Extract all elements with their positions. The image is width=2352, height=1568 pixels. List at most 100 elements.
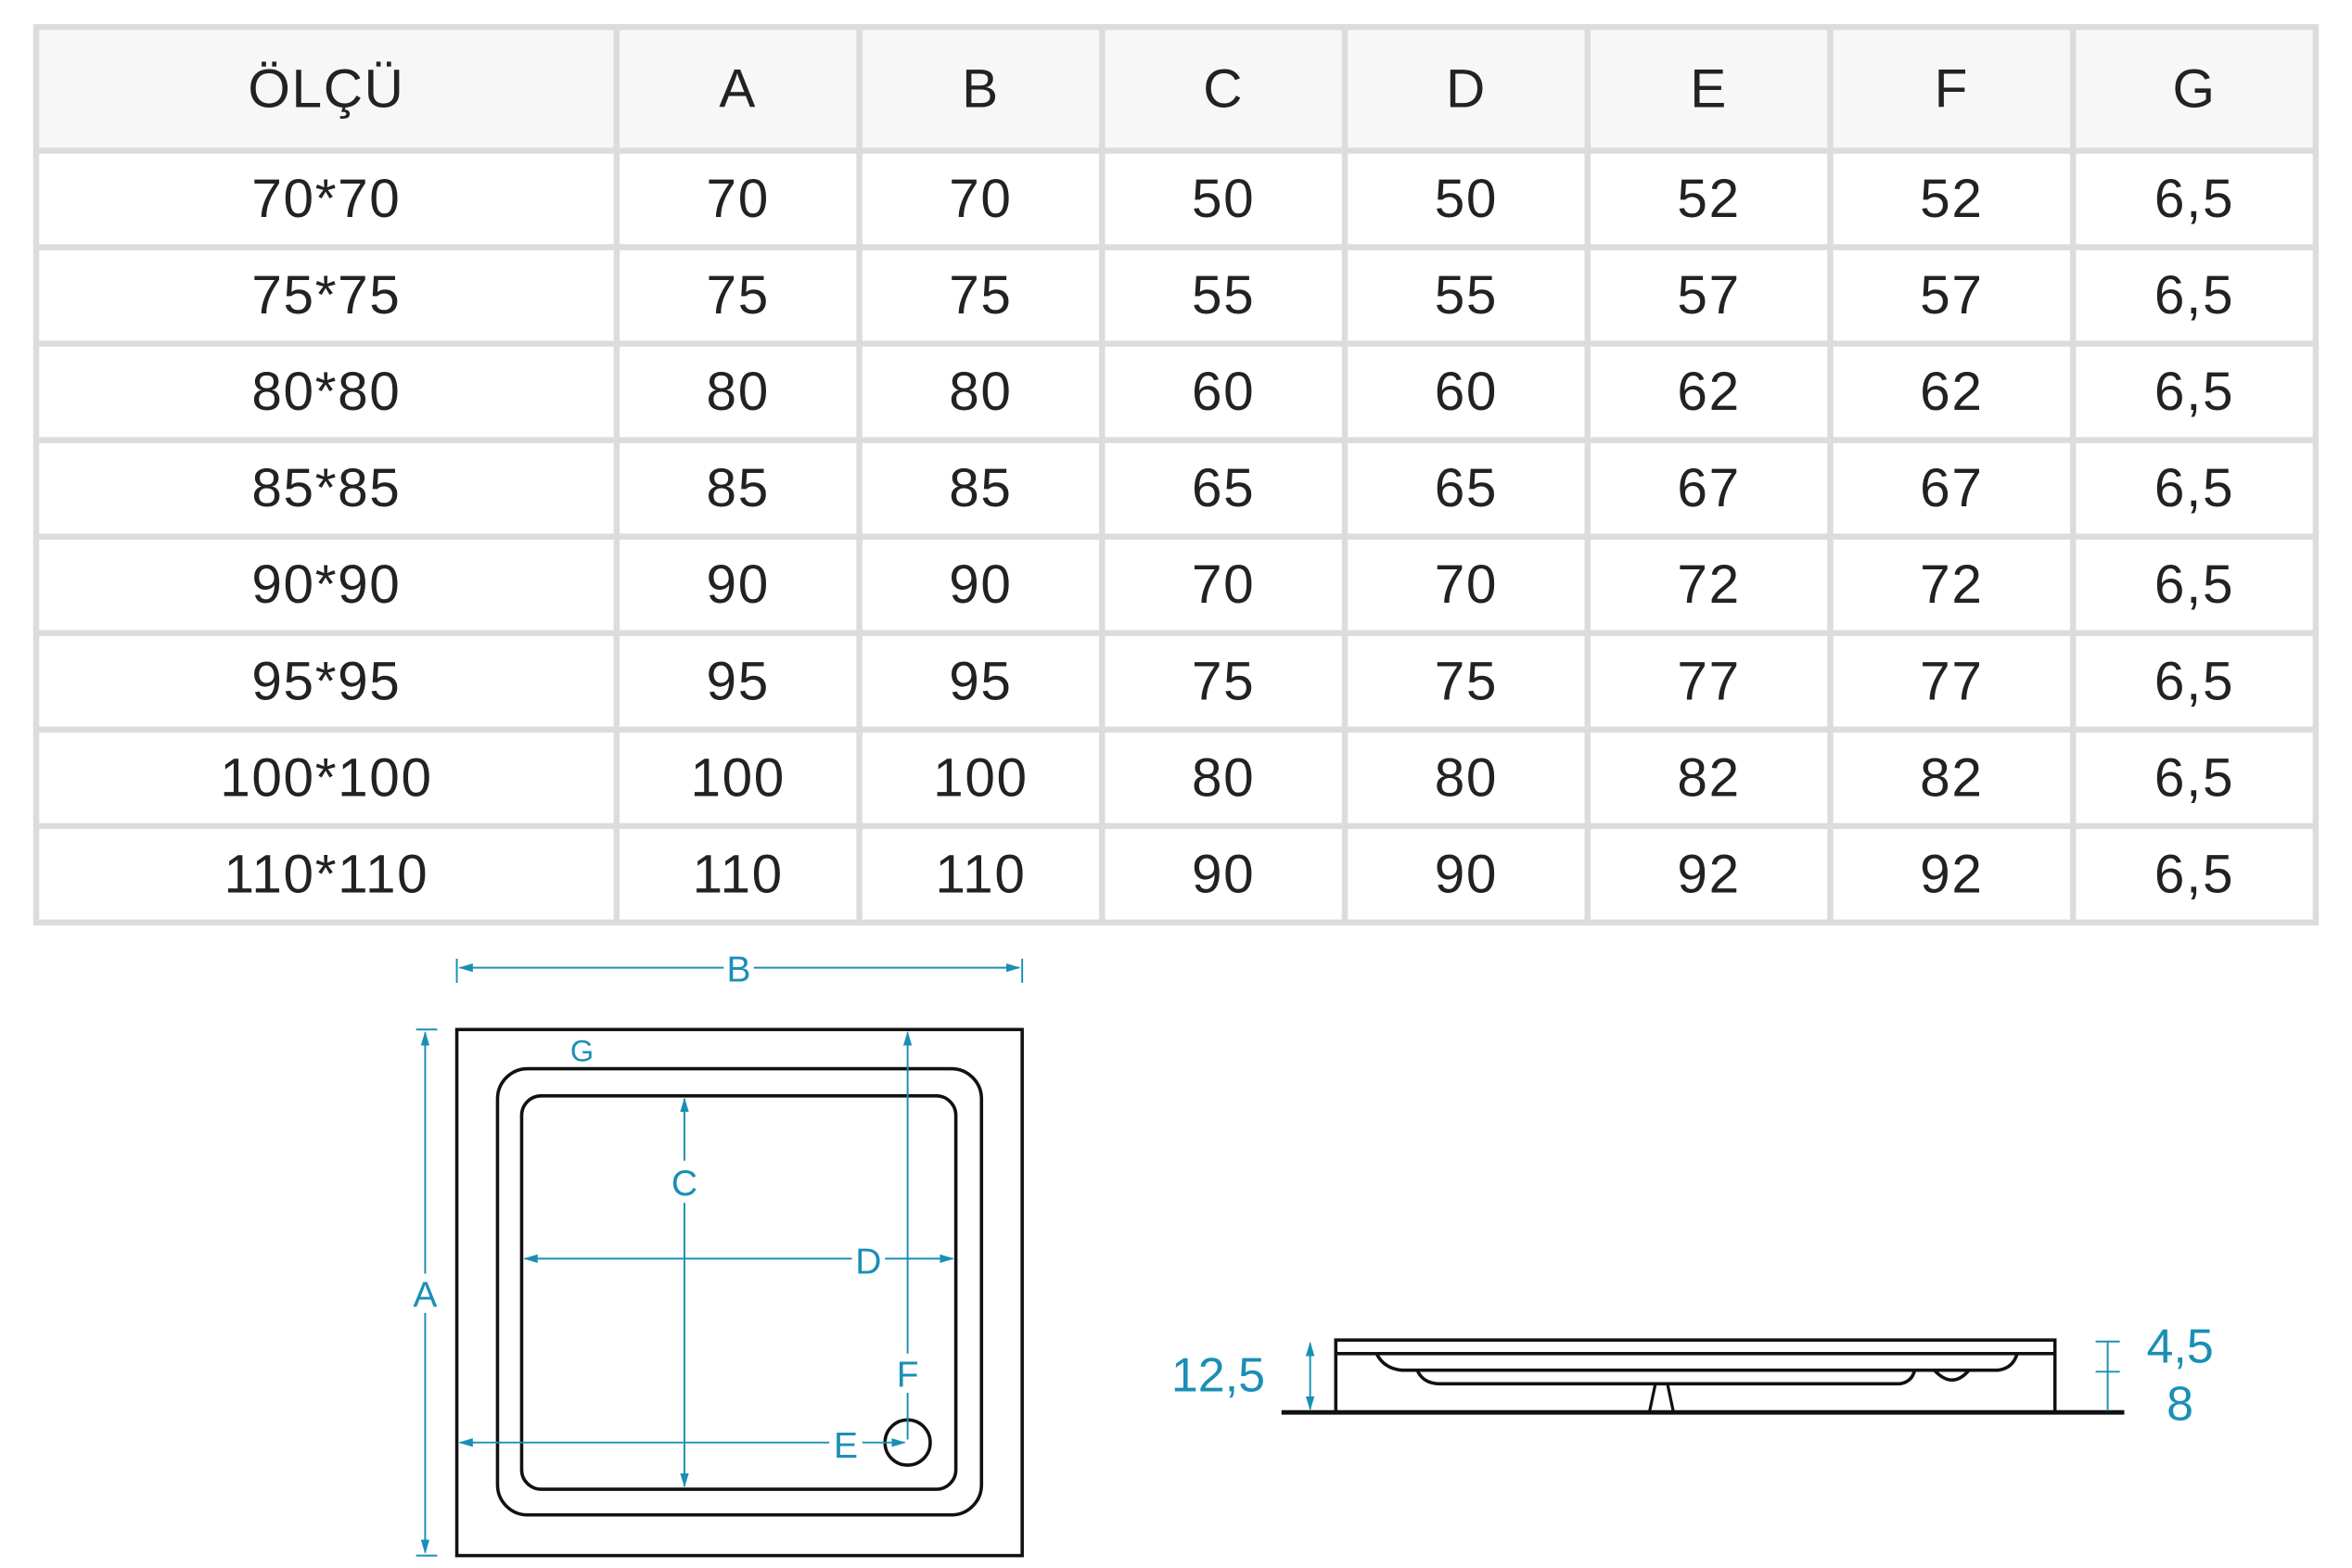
table-cell: 75 (620, 249, 857, 341)
table-cell: 50 (1105, 153, 1342, 245)
label-d: D (855, 1243, 881, 1282)
table-cell: 67 (1833, 442, 2070, 534)
tray-rim-profile (1334, 1338, 2057, 1356)
table-cell: 110 (862, 829, 1100, 920)
column-header: E (1591, 30, 1828, 148)
table-cell: 70 (620, 153, 857, 245)
table-cell: 6,5 (2076, 249, 2313, 341)
basin-profile (1374, 1352, 2019, 1372)
label-e: E (834, 1426, 858, 1466)
table-cell: 95*95 (39, 636, 614, 727)
table-cell: 100 (862, 733, 1100, 823)
table-cell: 100*100 (39, 733, 614, 823)
tray-basin (519, 1094, 958, 1491)
table-cell: 60 (1105, 346, 1342, 438)
table-cell: 90 (862, 539, 1100, 631)
table-cell: 80*80 (39, 346, 614, 438)
top-view: B A G C D F E (406, 950, 1024, 1558)
table-cell: 80 (1105, 733, 1342, 823)
tray-rim (495, 1066, 984, 1517)
table-cell: 70 (862, 153, 1100, 245)
table-cell: 6,5 (2076, 829, 2313, 920)
label-base-height: 8 (2167, 1377, 2193, 1431)
table-cell: 6,5 (2076, 153, 2313, 245)
label-b: B (727, 950, 751, 989)
label-g: G (570, 1034, 594, 1067)
table-cell: 100 (620, 733, 857, 823)
table-cell: 72 (1833, 539, 2070, 631)
table-cell: 77 (1591, 636, 1828, 727)
table-cell: 82 (1591, 733, 1828, 823)
table-cell: 55 (1105, 249, 1342, 341)
table-cell: 110 (620, 829, 857, 920)
table-cell: 62 (1591, 346, 1828, 438)
column-header: A (620, 30, 857, 148)
label-rim-height: 4,5 (2146, 1320, 2213, 1374)
table-cell: 75 (1105, 636, 1342, 727)
table-cell: 95 (862, 636, 1100, 727)
column-header: B (862, 30, 1100, 148)
table-cell: 75 (1348, 636, 1585, 727)
table-cell: 82 (1833, 733, 2070, 823)
table-cell: 6,5 (2076, 733, 2313, 823)
column-header: D (1348, 30, 1585, 148)
table-cell: 90 (1105, 829, 1342, 920)
table-cell: 85*85 (39, 442, 614, 534)
table-cell: 90 (620, 539, 857, 631)
table-cell: 90*90 (39, 539, 614, 631)
table-cell: 70 (1105, 539, 1342, 631)
label-a: A (413, 1275, 437, 1315)
table-cell: 92 (1833, 829, 2070, 920)
tray-outline (454, 1027, 1024, 1558)
support-leg (1647, 1383, 1676, 1413)
drain-profile (1933, 1369, 1971, 1383)
table-cell: 6,5 (2076, 539, 2313, 631)
table-cell: 65 (1105, 442, 1342, 534)
label-total-height: 12,5 (1171, 1348, 1265, 1402)
table-cell: 90 (1348, 829, 1585, 920)
table-cell: 95 (620, 636, 857, 727)
table-cell: 52 (1833, 153, 2070, 245)
table-cell: 50 (1348, 153, 1585, 245)
table-cell: 80 (620, 346, 857, 438)
table-cell: 62 (1833, 346, 2070, 438)
column-header: C (1105, 30, 1342, 148)
table-cell: 92 (1591, 829, 1828, 920)
label-f: F (897, 1356, 919, 1396)
table-cell: 57 (1591, 249, 1828, 341)
table-cell: 75*75 (39, 249, 614, 341)
table-cell: 85 (620, 442, 857, 534)
table-cell: 80 (862, 346, 1100, 438)
column-header: F (1833, 30, 2070, 148)
table-cell: 80 (1348, 733, 1585, 823)
label-c: C (671, 1164, 697, 1204)
table-cell: 57 (1833, 249, 2070, 341)
table-cell: 52 (1591, 153, 1828, 245)
column-header: G (2076, 30, 2313, 148)
table-cell: 70 (1348, 539, 1585, 631)
table-cell: 55 (1348, 249, 1585, 341)
table-cell: 110*110 (39, 829, 614, 920)
table-cell: 6,5 (2076, 442, 2313, 534)
table-cell: 60 (1348, 346, 1585, 438)
table-cell: 85 (862, 442, 1100, 534)
table-cell: 65 (1348, 442, 1585, 534)
column-header: ÖLÇÜ (39, 30, 614, 148)
table-cell: 70*70 (39, 153, 614, 245)
table-cell: 67 (1591, 442, 1828, 534)
table-cell: 72 (1591, 539, 1828, 631)
table-cell: 6,5 (2076, 636, 2313, 727)
table-cell: 75 (862, 249, 1100, 341)
side-view: 12,5 4,5 8 (1171, 1320, 2214, 1432)
